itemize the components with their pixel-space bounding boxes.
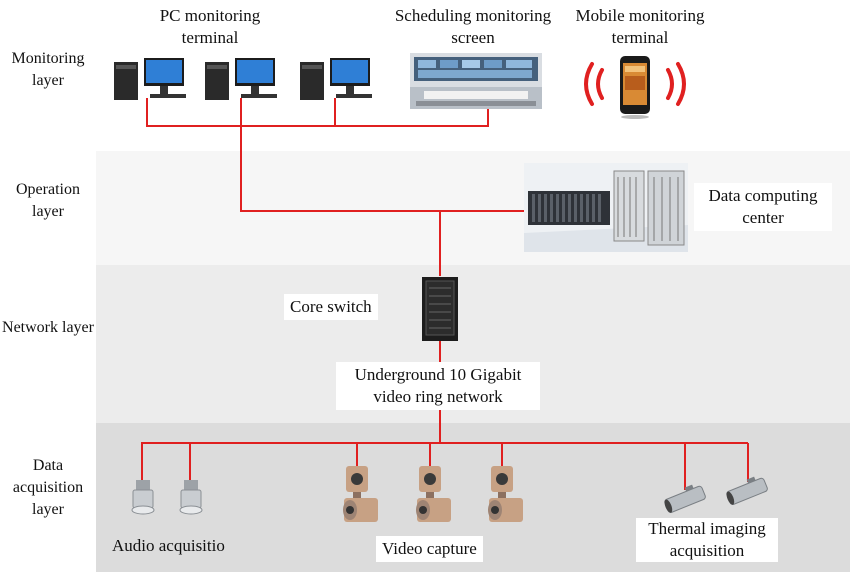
- operation-layer-label: Operation layer: [16, 181, 80, 220]
- audio-sensor-icon: [131, 480, 155, 515]
- video-camera-icon: [343, 466, 378, 522]
- scheduling-screen-icon: [410, 53, 542, 109]
- ring-network-label: Underground 10 Gigabit video ring networ…: [336, 362, 540, 410]
- video-capture-label: Video capture: [376, 536, 483, 562]
- pc-terminal-icon: [300, 58, 372, 100]
- thermal-camera-icon: [664, 484, 706, 513]
- network-layer-label: Network layer: [2, 319, 94, 336]
- core-switch-icon: [422, 277, 458, 341]
- audio-acquisition-label: Audio acquisitio: [112, 536, 225, 555]
- pc-terminal-icon: [205, 58, 277, 100]
- data-center-label: Data computing center: [694, 183, 832, 231]
- thermal-imaging-label: Thermal imaging acquisition: [636, 518, 778, 562]
- data-center-icon: [524, 163, 688, 252]
- data-acquisition-layer-label: Data acquisition layer: [12, 457, 84, 518]
- thermal-camera-icon: [726, 476, 768, 505]
- pc-terminal-label: PC monitoring terminal: [159, 6, 261, 47]
- scheduling-screen-label: Scheduling monitoring screen: [394, 6, 552, 47]
- pc-terminal-icon: [114, 58, 186, 100]
- video-camera-icon: [416, 466, 451, 522]
- mobile-terminal-icon: [584, 56, 686, 119]
- audio-sensor-icon: [179, 480, 203, 515]
- video-camera-icon: [488, 466, 523, 522]
- mobile-terminal-label: Mobile monitoring terminal: [575, 6, 705, 47]
- monitoring-layer-label: Monitoring layer: [11, 50, 85, 89]
- core-switch-label: Core switch: [284, 294, 378, 320]
